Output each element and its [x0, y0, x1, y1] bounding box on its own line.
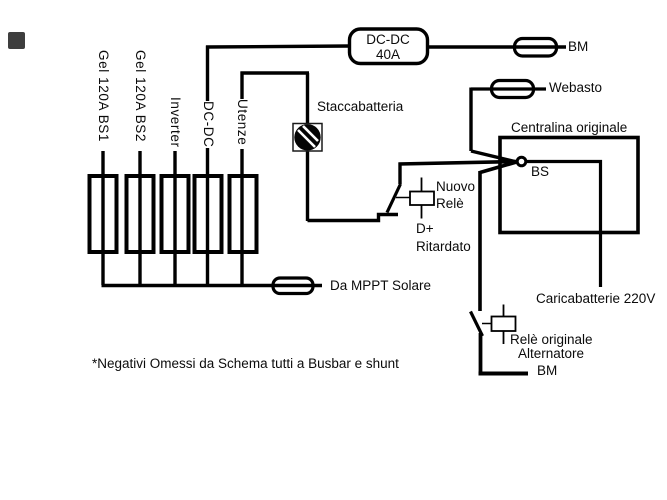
dcdc-converter-box: [347, 27, 430, 66]
label-gel-120a-bs2: Gel 120A BS2: [133, 50, 148, 143]
label-rele-originale-1: Relè originale: [510, 332, 593, 347]
centralina-box: [498, 135, 640, 235]
fuse-holder-3: [159, 174, 191, 254]
wire-col4-to-converter: [205, 44, 351, 49]
label-webasto: Webasto: [549, 80, 603, 95]
fuse-bm-icon: [512, 36, 559, 58]
dcdc-converter-label: DC-DC 40A: [349, 29, 427, 64]
corner-square-icon: [8, 32, 25, 49]
staccabatteria-slot-2: [302, 125, 319, 142]
fuse-holder-1: [87, 174, 119, 254]
label-bm-top: BM: [568, 39, 589, 54]
label-bm-bottom: BM: [537, 363, 558, 378]
label-mppt: Da MPPT Solare: [330, 278, 432, 293]
bs-node-icon: [515, 155, 528, 168]
label-caricabatterie: Caricabatterie 220V: [536, 291, 656, 306]
staccabatteria-slot-1: [297, 129, 316, 148]
label-inverter: Inverter: [168, 97, 183, 148]
dcdc-converter-line1: DC-DC: [366, 31, 410, 47]
label-nuovo-rele-1: Nuovo: [436, 179, 476, 194]
switch-blade-alt-rele: [469, 310, 484, 337]
staccabatteria-knob-icon: [294, 124, 321, 151]
label-bs: BS: [531, 164, 550, 179]
fuse-holder-2: [124, 174, 156, 254]
relay2-coil-icon: [490, 315, 517, 332]
label-gel-120a-bs1: Gel 120A BS1: [96, 50, 111, 143]
fuse-mppt-icon: [271, 276, 315, 296]
footnote: *Negativi Omessi da Schema tutti a Busba…: [92, 356, 399, 371]
dcdc-converter-line2: 40A: [375, 46, 401, 62]
fuse-webasto-icon: [489, 78, 536, 100]
label-nuovo-rele-2: Relè: [436, 196, 464, 211]
label-rele-originale-2: Alternatore: [518, 346, 585, 361]
fuse-holder-4: [192, 174, 224, 254]
label-dplus-2: Ritardato: [416, 239, 471, 254]
label-staccabatteria: Staccabatteria: [317, 99, 404, 114]
label-dplus-1: D+: [416, 221, 434, 236]
label-dcdc-column: DC-DC: [200, 101, 216, 148]
wire-alt-to-bs: [479, 160, 517, 175]
wire-bs-to-caricabatterie: [526, 159, 603, 287]
label-centralina: Centralina originale: [511, 120, 628, 135]
label-utenze: Utenze: [235, 99, 250, 146]
relay1-coil-icon: [409, 190, 435, 206]
switch-blade-nuovo-rele: [385, 183, 402, 214]
wire-switch-to-bs: [398, 159, 518, 166]
wire-staccabatteria-to-switch: [307, 212, 398, 223]
fuse-holder-5: [227, 174, 259, 254]
